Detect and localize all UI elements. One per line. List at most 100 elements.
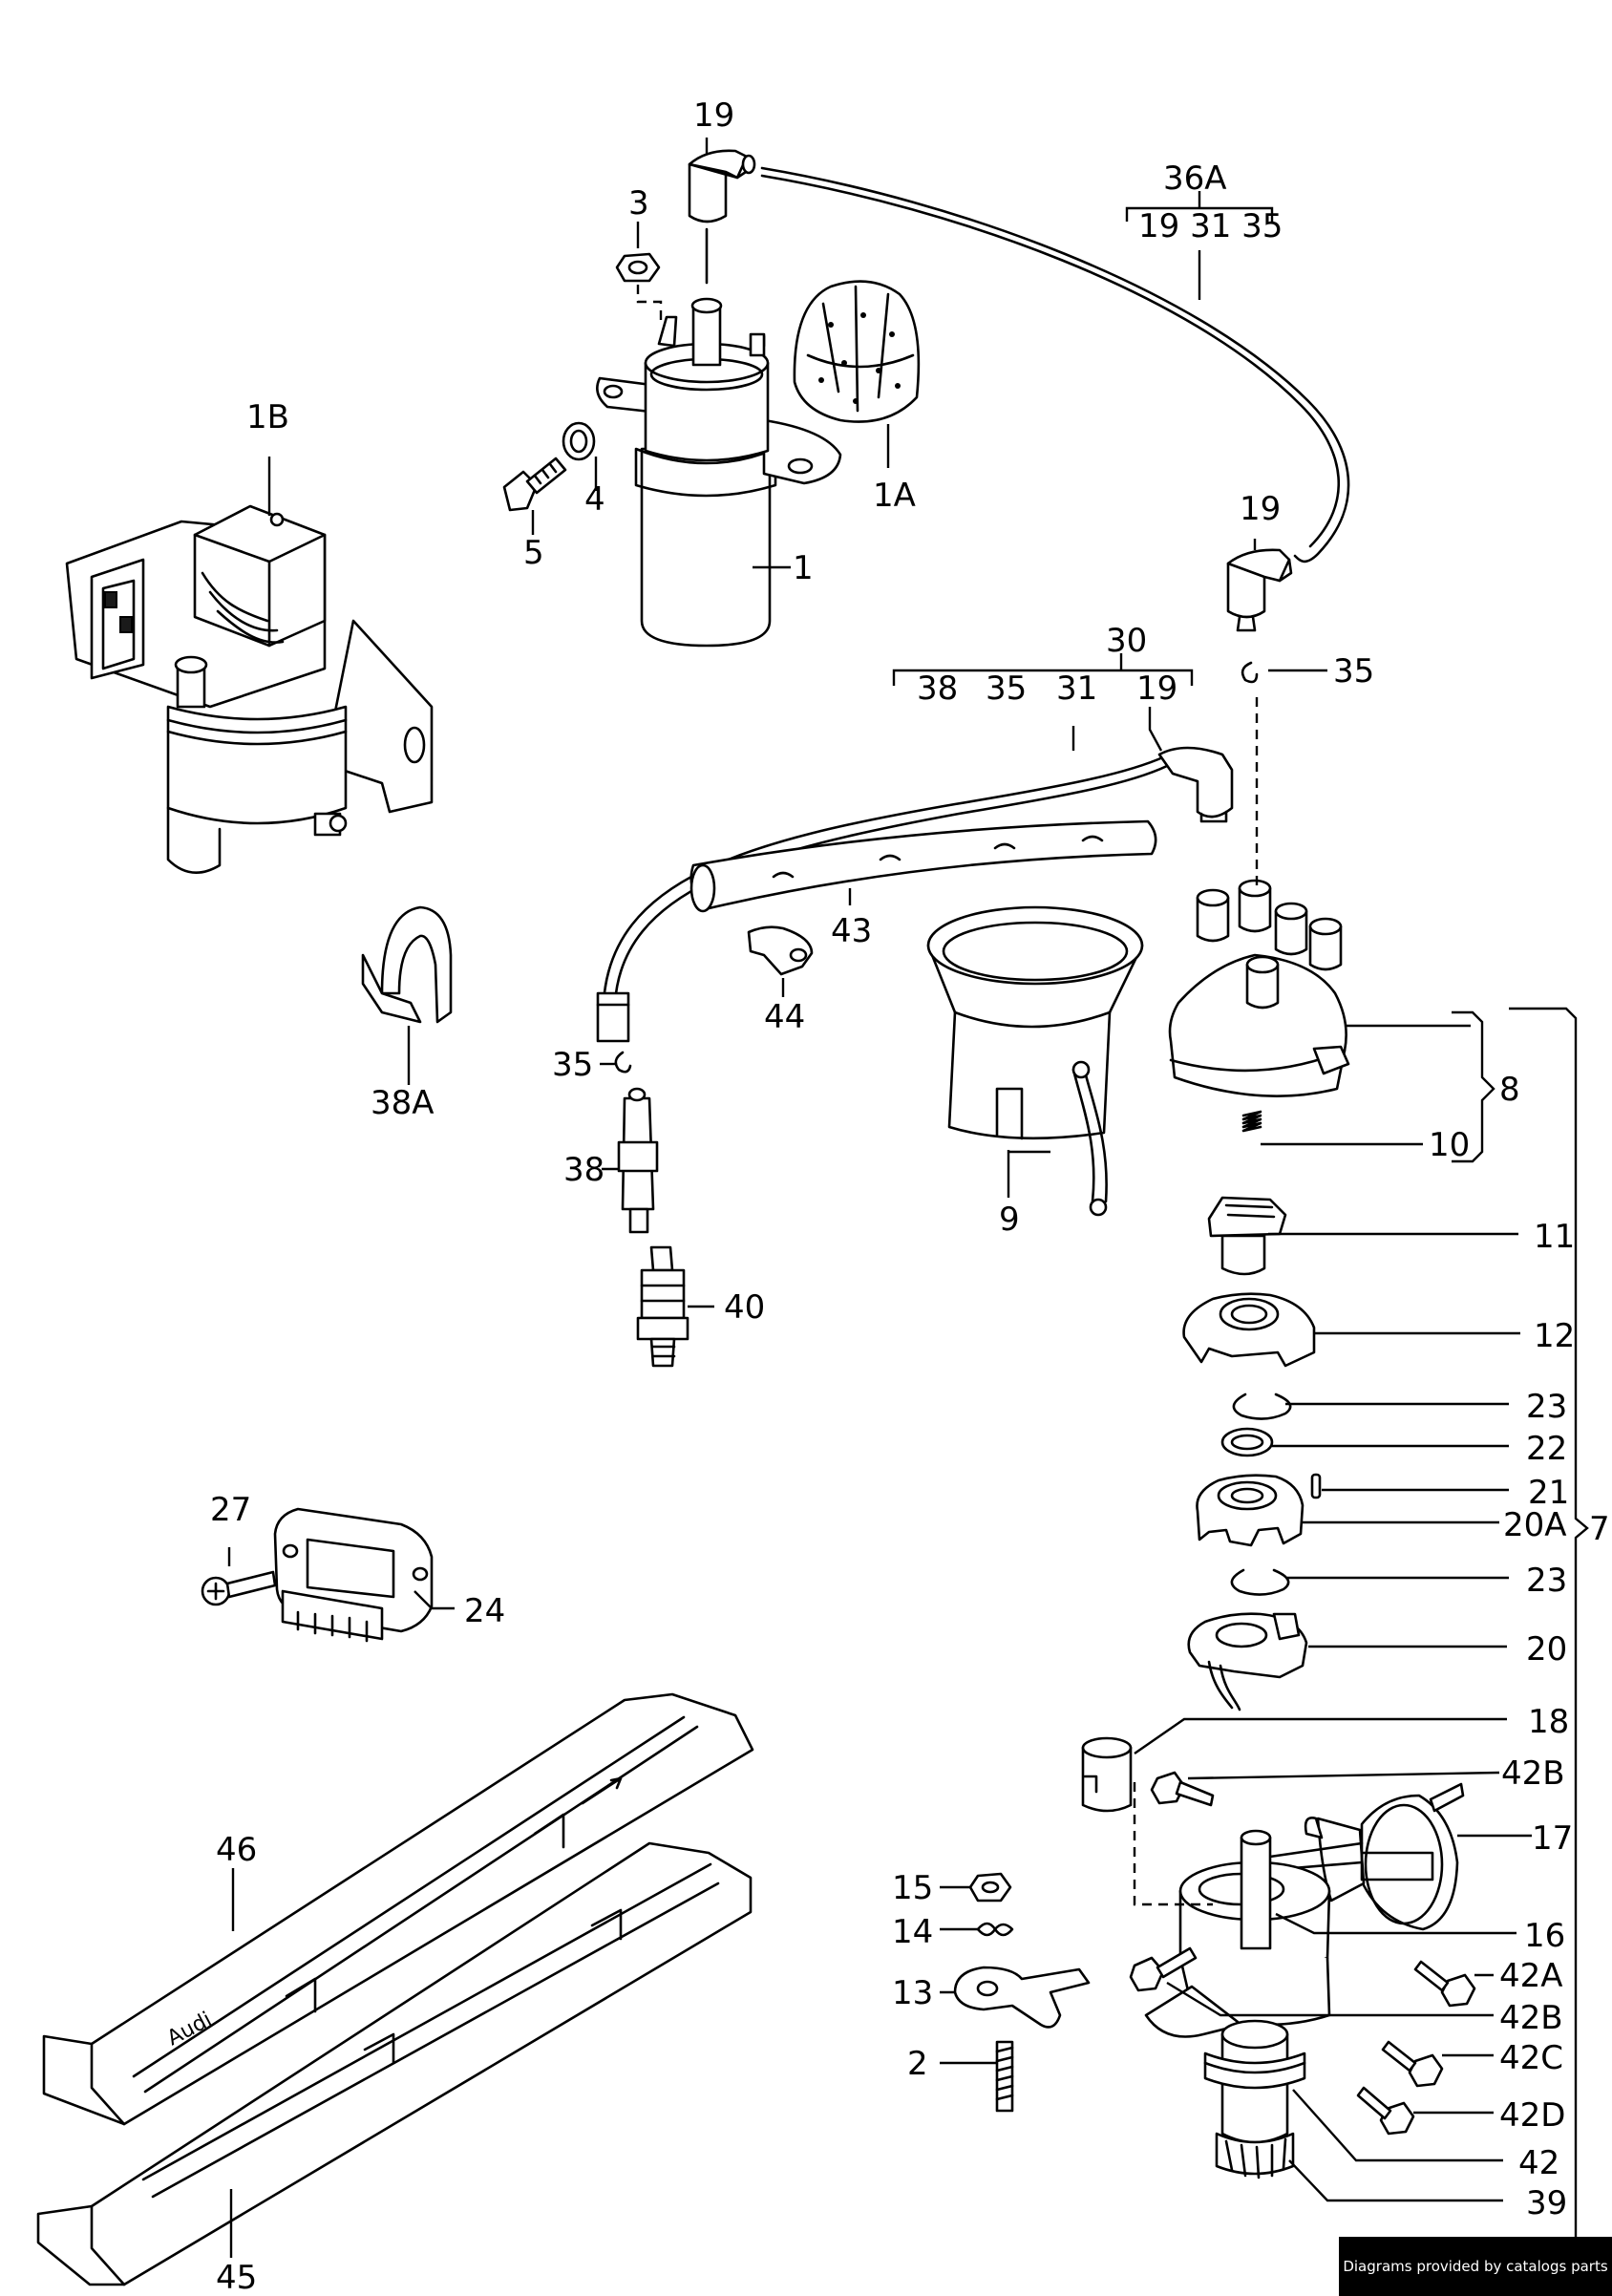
callout-27: 27 bbox=[210, 1491, 251, 1529]
callout-17: 17 bbox=[1532, 1819, 1573, 1858]
callout-21: 21 bbox=[1528, 1474, 1569, 1512]
trigger-wheel bbox=[1196, 1474, 1304, 1547]
callout-23-lower: 23 bbox=[1526, 1562, 1567, 1600]
callout-2: 2 bbox=[907, 2045, 928, 2083]
callout-42C: 42C bbox=[1499, 2039, 1563, 2077]
callout-8: 8 bbox=[1499, 1071, 1520, 1109]
bolt bbox=[502, 457, 567, 512]
ht-lead-coil bbox=[760, 166, 1350, 563]
screw-42A bbox=[1413, 1960, 1476, 2008]
ht-lead-plug bbox=[602, 755, 1167, 1005]
spark-plug bbox=[636, 1245, 689, 1368]
callout-24: 24 bbox=[464, 1592, 505, 1630]
nut bbox=[615, 252, 661, 283]
callout-38A: 38A bbox=[371, 1084, 435, 1122]
callout-39: 39 bbox=[1526, 2184, 1567, 2222]
screw-42B-top bbox=[1150, 1771, 1215, 1807]
plug-connector-right bbox=[1226, 548, 1293, 632]
retaining-clip-35-right bbox=[1241, 661, 1259, 684]
callout-30-31: 31 bbox=[1056, 670, 1097, 708]
callout-30-19: 19 bbox=[1136, 670, 1177, 708]
callout-19-right: 19 bbox=[1240, 490, 1281, 528]
callout-4: 4 bbox=[584, 480, 605, 519]
coil-boot bbox=[793, 280, 921, 423]
callout-20: 20 bbox=[1526, 1630, 1567, 1669]
stud bbox=[995, 2040, 1014, 2113]
callout-23-upper: 23 bbox=[1526, 1388, 1567, 1426]
suppressor-capacitor bbox=[1081, 1736, 1133, 1813]
washer bbox=[562, 421, 596, 461]
callout-30-35: 35 bbox=[986, 670, 1027, 708]
callout-42B-bottom: 42B bbox=[1499, 1999, 1563, 2037]
callout-44: 44 bbox=[764, 998, 805, 1036]
callout-18: 18 bbox=[1528, 1703, 1569, 1741]
callout-35-left: 35 bbox=[552, 1046, 593, 1084]
thrust-washer bbox=[1220, 1427, 1274, 1457]
callout-38: 38 bbox=[563, 1151, 604, 1189]
callout-1A: 1A bbox=[873, 477, 916, 515]
suppressor-clip bbox=[361, 905, 453, 1024]
callout-30-38: 38 bbox=[917, 670, 958, 708]
clamp-plate bbox=[953, 1966, 1091, 2029]
screw-42B-bottom bbox=[1129, 1946, 1198, 1992]
plug-lead-tube bbox=[689, 819, 1157, 913]
callout-40: 40 bbox=[724, 1288, 765, 1327]
vacuum-unit bbox=[1268, 1782, 1465, 1931]
callout-9: 9 bbox=[999, 1201, 1020, 1239]
tube-clip bbox=[747, 925, 814, 976]
spark-plug-connector bbox=[596, 991, 630, 1043]
rotor bbox=[1207, 1196, 1287, 1276]
screw-42D bbox=[1356, 2086, 1415, 2136]
callout-42B-top: 42B bbox=[1501, 1754, 1565, 1793]
callout-5: 5 bbox=[523, 534, 544, 572]
callout-7: 7 bbox=[1589, 1510, 1610, 1548]
ignition-coil bbox=[596, 297, 842, 648]
callout-30: 30 bbox=[1106, 622, 1147, 660]
distributor-cap bbox=[1168, 879, 1350, 1097]
callout-22: 22 bbox=[1526, 1430, 1567, 1468]
cover-plate-lower bbox=[36, 1841, 753, 2286]
distributor-housing bbox=[1144, 1829, 1331, 2179]
callout-46: 46 bbox=[216, 1831, 257, 1869]
callout-14: 14 bbox=[892, 1913, 933, 1951]
callout-12: 12 bbox=[1534, 1317, 1575, 1355]
callout-43: 43 bbox=[831, 912, 872, 950]
callout-36A-group: 19 31 35 bbox=[1138, 207, 1283, 245]
callout-35-right: 35 bbox=[1333, 652, 1374, 691]
callout-45: 45 bbox=[216, 2259, 257, 2296]
dust-shield bbox=[1182, 1292, 1316, 1368]
distributor-cover bbox=[926, 905, 1144, 1217]
carbon-brush-spring bbox=[1241, 1110, 1262, 1133]
spring-washer bbox=[976, 1922, 1014, 1937]
circlip-upper bbox=[1232, 1392, 1292, 1420]
module-screw bbox=[201, 1570, 277, 1606]
cover-plate-upper: Audi bbox=[42, 1692, 754, 2126]
callout-16: 16 bbox=[1524, 1917, 1565, 1955]
callout-15: 15 bbox=[892, 1869, 933, 1907]
callout-13: 13 bbox=[892, 1974, 933, 2012]
control-unit bbox=[65, 504, 434, 875]
callout-19-top: 19 bbox=[693, 96, 734, 135]
hall-sender bbox=[1187, 1612, 1308, 1711]
callout-42: 42 bbox=[1518, 2144, 1559, 2182]
credit-banner: Diagrams provided by catalogs parts bbox=[1339, 2237, 1612, 2296]
callout-20A: 20A bbox=[1503, 1506, 1567, 1544]
spark-plug-suppressor bbox=[617, 1087, 659, 1234]
circlip-lower bbox=[1230, 1568, 1290, 1596]
screw-42C bbox=[1381, 2040, 1444, 2088]
callout-1: 1 bbox=[793, 549, 814, 587]
clamp-nut bbox=[968, 1872, 1012, 1903]
plug-connector-top bbox=[688, 149, 756, 285]
callout-3: 3 bbox=[628, 184, 649, 223]
callout-42A: 42A bbox=[1499, 1957, 1563, 1995]
pin bbox=[1310, 1473, 1322, 1499]
callout-11: 11 bbox=[1534, 1218, 1575, 1256]
callout-42D: 42D bbox=[1499, 2096, 1565, 2135]
callout-1B: 1B bbox=[246, 398, 289, 436]
callout-10: 10 bbox=[1429, 1126, 1470, 1164]
ignition-control-module bbox=[273, 1507, 434, 1643]
callout-36A: 36A bbox=[1163, 159, 1227, 198]
retaining-clip-35-left bbox=[614, 1051, 632, 1074]
plug-connector-mid bbox=[1157, 746, 1234, 823]
